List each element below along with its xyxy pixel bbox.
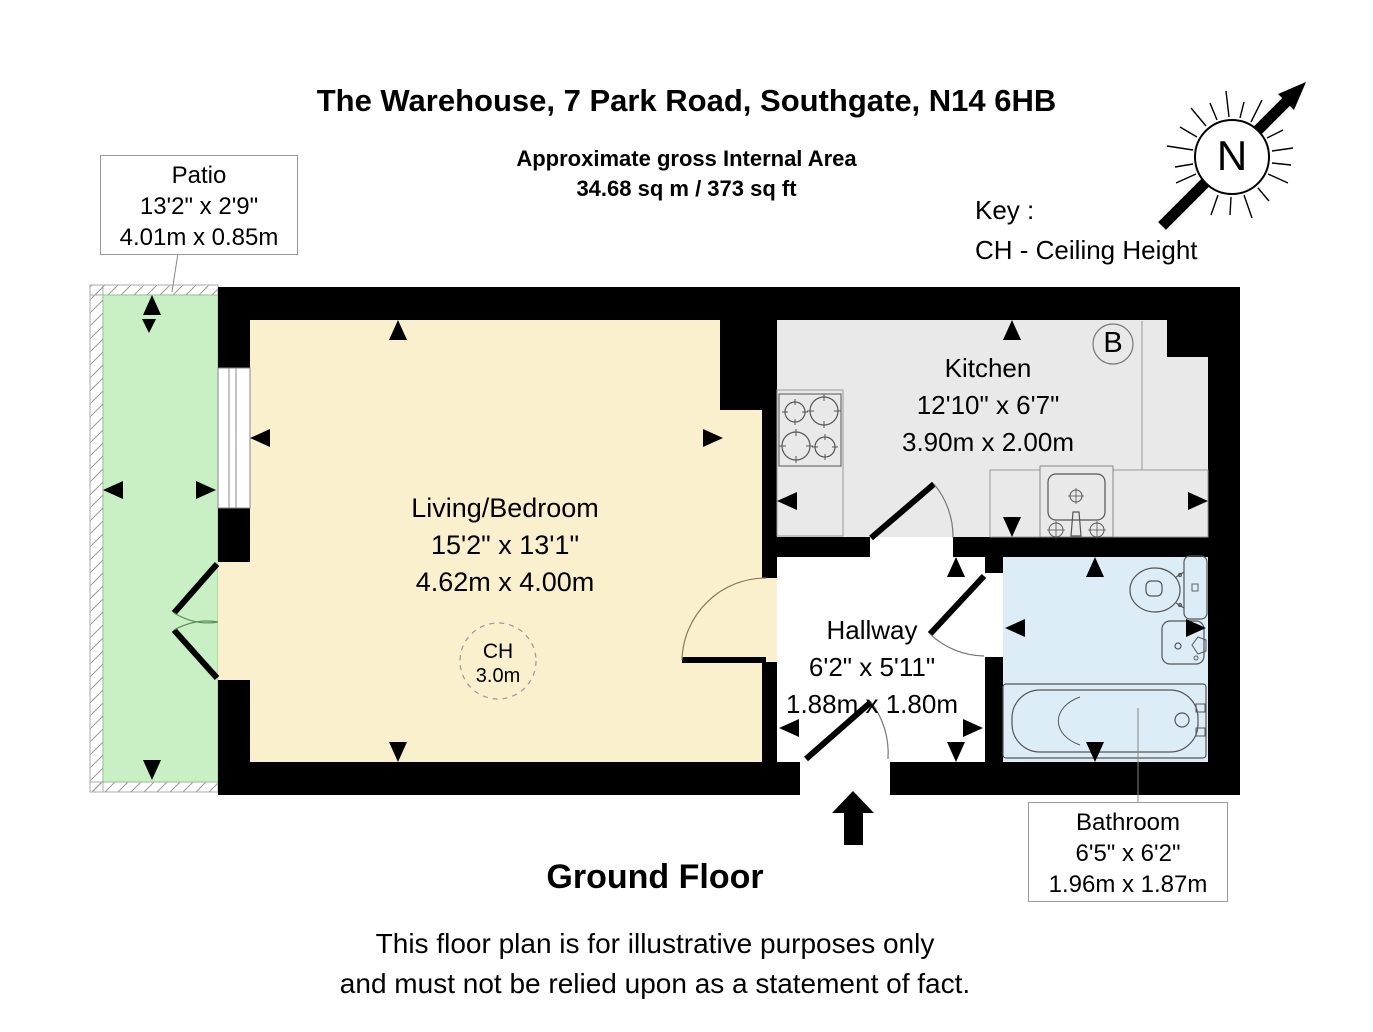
dim-arrow-kitchen-left — [777, 492, 797, 510]
bathroom-label-box: Bathroom 6'5" x 6'2" 1.96m x 1.87m — [1028, 802, 1228, 902]
bathroom-metric: 1.96m x 1.87m — [1048, 871, 1208, 898]
dim-arrow-bathroom-left — [1005, 619, 1025, 637]
boiler-circle — [1092, 323, 1134, 365]
kitchen-metric: 3.90m x 2.00m — [902, 427, 1074, 457]
dim-arrow-living-up — [389, 320, 407, 340]
north-label: N — [1216, 132, 1248, 179]
kitchen-name: Kitchen — [944, 353, 1032, 383]
hallway-label: Hallway 6'2" x 5'11" 1.88m x 1.80m — [742, 612, 1002, 723]
dim-arrow-kitchen-right — [1188, 492, 1208, 510]
ch-value: 3.0m — [475, 665, 521, 687]
patio-french-doors — [171, 562, 220, 681]
key-title: Key : — [975, 195, 1035, 225]
patio-hatch-top — [89, 284, 219, 296]
hallway-name: Hallway — [826, 615, 918, 645]
dim-arrow-patio-left — [103, 481, 123, 499]
living-imperial: 15'2" x 13'1" — [430, 530, 580, 560]
ceiling-height-circle — [459, 622, 537, 700]
dim-arrow-patio-down — [143, 760, 161, 780]
kitchen-door-opening — [870, 537, 953, 557]
entrance-opening — [800, 762, 890, 795]
dim-arrow-hallway-up — [947, 557, 965, 577]
kitchen-imperial: 12'10" x 6'7" — [916, 390, 1060, 420]
living-door-opening — [762, 578, 777, 662]
entrance-arrow-icon — [832, 791, 874, 845]
north-compass-icon — [1158, 82, 1306, 230]
entrance-door — [804, 699, 889, 762]
living-metric: 4.62m x 4.00m — [415, 567, 595, 597]
patio-area — [89, 284, 219, 793]
ch-abbr: CH — [482, 640, 514, 663]
dim-arrow-bathroom-right — [1186, 619, 1206, 637]
patio-imperial: 13'2" x 2'9" — [139, 193, 259, 220]
dim-arrow-living-right — [703, 429, 723, 447]
patio-hatch-bottom — [89, 781, 219, 793]
bathroom-imperial: 6'5" x 6'2" — [1075, 840, 1181, 867]
kitchen-door — [869, 481, 954, 541]
hallway-imperial: 6'2" x 5'11" — [808, 652, 936, 682]
area-line1: Approximate gross Internal Area — [516, 146, 857, 171]
bathroom-basin-icon — [1161, 620, 1207, 665]
hallway-floor — [777, 557, 985, 762]
dim-arrow-hallway-right — [963, 719, 983, 737]
toilet-icon — [1129, 555, 1208, 620]
dim-arrow-living-down — [389, 742, 407, 762]
dim-arrow-patio-top-inner — [142, 319, 156, 333]
patio-ground — [102, 294, 219, 783]
disclaimer-line1: This floor plan is for illustrative purp… — [375, 928, 935, 959]
patio-door-opening — [218, 562, 250, 680]
key-item-ceiling-height: CH - Ceiling Height — [975, 235, 1198, 265]
kitchen-label: Kitchen 12'10" x 6'7" 3.90m x 2.00m — [838, 350, 1138, 461]
window — [217, 367, 251, 509]
patio-label-box: Patio 13'2" x 2'9" 4.01m x 0.85m — [100, 155, 298, 255]
dim-arrow-hallway-down — [947, 742, 965, 762]
living-floor — [250, 320, 762, 762]
dim-arrow-living-left — [250, 429, 270, 447]
ceiling-height-note: CH 3.0m — [468, 640, 528, 688]
dim-arrow-kitchen-up — [1003, 320, 1021, 340]
patio-name: Patio — [171, 162, 227, 189]
dim-arrow-patio-up — [143, 295, 161, 315]
dim-arrow-hallway-left — [779, 719, 799, 737]
kitchen-sink-icon — [1039, 465, 1114, 540]
bathroom-name: Bathroom — [1075, 809, 1181, 836]
patio-leader-line — [171, 252, 179, 293]
disclaimer-line2: and must not be relied upon as a stateme… — [339, 968, 971, 999]
boiler-symbol: B — [1103, 327, 1123, 359]
patio-metric: 4.01m x 0.85m — [119, 224, 279, 251]
floor-title: Ground Floor — [546, 858, 764, 896]
dim-arrow-patio-right — [196, 481, 216, 499]
area-line2: 34.68 sq m / 373 sq ft — [576, 176, 797, 201]
page-title: The Warehouse, 7 Park Road, Southgate, N… — [316, 83, 1057, 118]
bathroom-floor — [1003, 557, 1208, 762]
patio-hatch-left — [89, 284, 104, 793]
dim-arrow-bathroom-down — [1086, 742, 1104, 762]
living-name: Living/Bedroom — [411, 493, 599, 523]
living-room-door — [681, 577, 767, 663]
dim-arrow-bathroom-up — [1086, 557, 1104, 577]
bathroom-door — [927, 573, 987, 657]
bathroom-door-opening — [985, 573, 1003, 657]
hallway-metric: 1.88m x 1.80m — [786, 689, 958, 719]
hob-icon — [778, 393, 842, 467]
bathtub-icon — [1002, 683, 1207, 759]
dimension-arrows — [103, 295, 1208, 780]
living-room-label: Living/Bedroom 15'2" x 13'1" 4.62m x 4.0… — [355, 490, 655, 601]
dim-arrow-kitchen-down — [1003, 517, 1021, 537]
